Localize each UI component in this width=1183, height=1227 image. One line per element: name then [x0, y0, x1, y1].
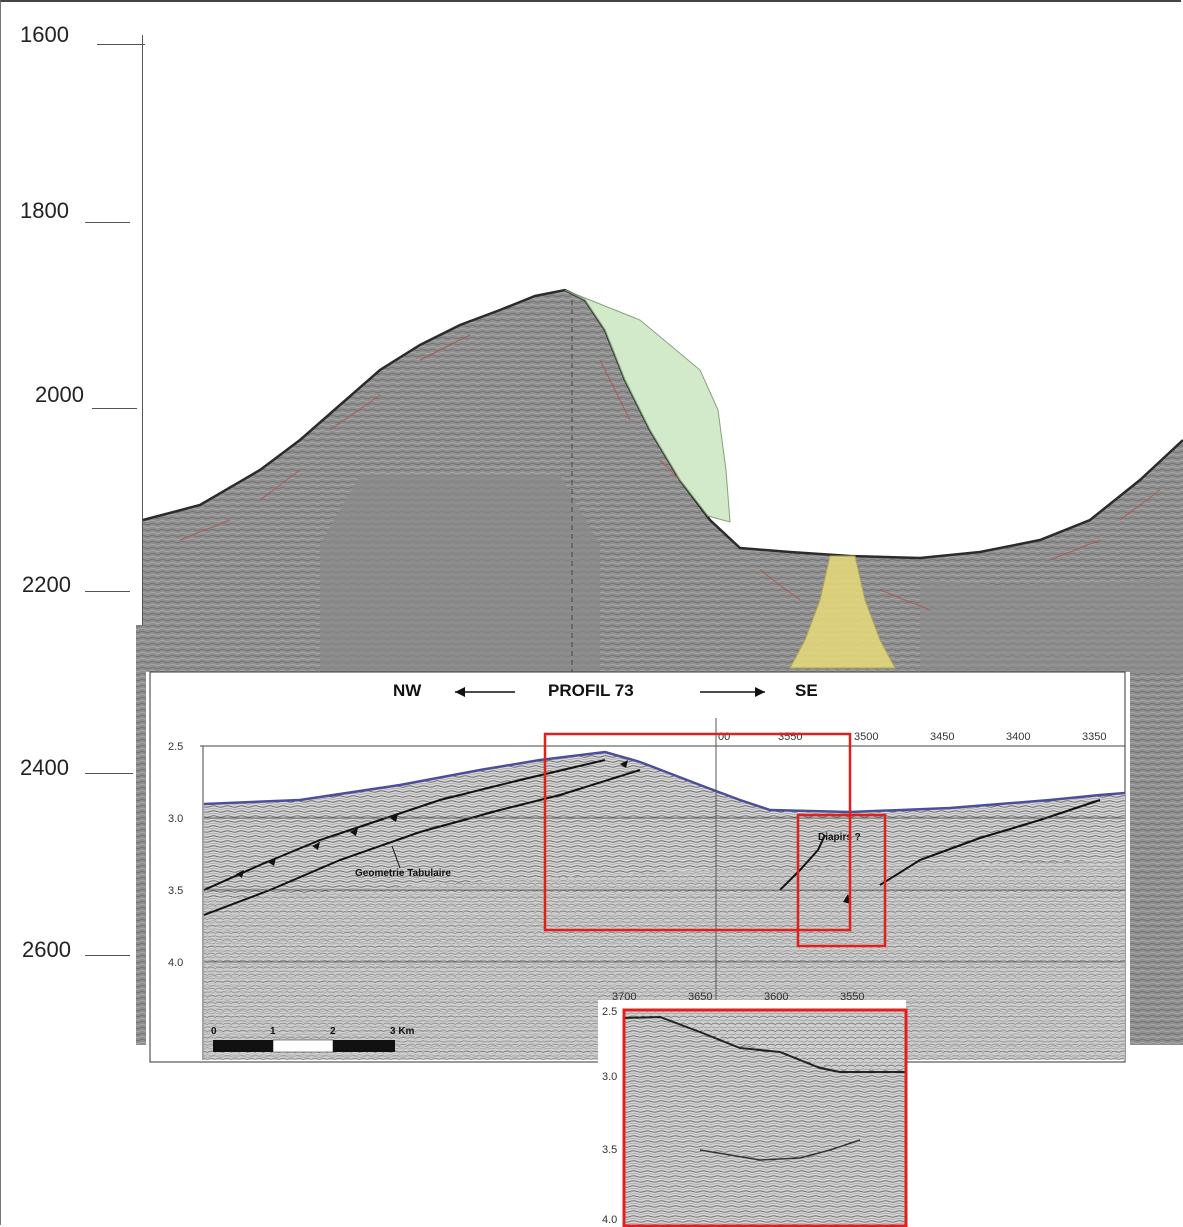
twt-tick-label: 3.5 — [168, 885, 183, 897]
depth-label-2600: 2600 — [22, 937, 71, 962]
depth-section — [136, 288, 1183, 1045]
depth-label-1800: 1800 — [20, 198, 69, 223]
highlight-box-diapir — [796, 813, 887, 948]
inset-panel: 3700 3650 3600 3550 2.5 3.0 3.5 4.0 — [598, 991, 908, 1227]
scale-label: 0 — [211, 1026, 217, 1037]
diapir-body — [789, 555, 896, 669]
twt-tick-label: 4.0 — [168, 957, 183, 969]
time-section-panel: NW PROFIL 73 SE 00 3550 3500 3450 3400 3… — [149, 671, 1126, 1063]
highlight-box-crest — [543, 732, 852, 932]
scale-label: 1 — [270, 1026, 276, 1037]
arrow-right-icon — [700, 687, 765, 697]
diapir-flank-right — [879, 799, 1101, 886]
inset-deep-reflector — [699, 1139, 861, 1161]
scale-label: 3 Km — [390, 1026, 415, 1037]
inset-twt-tick: 3.5 — [602, 1144, 617, 1156]
top-tick-label: 3500 — [854, 731, 878, 743]
top-tick-label: 3450 — [930, 731, 954, 743]
top-tick-label: 3350 — [1082, 731, 1106, 743]
inset-top-tick: 3550 — [840, 991, 864, 1003]
depth-tick — [85, 591, 130, 592]
direction-se: SE — [795, 681, 818, 700]
seafloor-time-reflector — [203, 750, 1126, 814]
top-tick-label: 3400 — [1006, 731, 1030, 743]
inset-twt-tick: 4.0 — [602, 1214, 617, 1226]
arrow-left-icon — [455, 687, 515, 697]
depth-tick — [97, 44, 145, 45]
green-body — [564, 289, 731, 523]
depth-label-2000: 2000 — [35, 382, 84, 407]
inset-twt-tick: 3.0 — [602, 1071, 617, 1083]
twt-tick-label: 2.5 — [168, 741, 183, 753]
scale-label: 2 — [330, 1026, 336, 1037]
depth-tick — [85, 222, 130, 223]
inset-reflectors — [624, 1015, 906, 1227]
inset-top-tick: 3600 — [764, 991, 788, 1003]
direction-nw: NW — [393, 681, 422, 700]
inset-top-tick: 3650 — [688, 991, 712, 1003]
inset-twt-tick: 2.5 — [602, 1006, 617, 1018]
inset-seafloor — [623, 1015, 906, 1073]
depth-label-1600: 1600 — [20, 22, 69, 47]
twt-tick-label: 3.0 — [168, 813, 183, 825]
annotation-geometry: Geometrie Tabulaire — [355, 868, 451, 879]
tabular-reflector — [203, 759, 606, 891]
depth-tick — [92, 408, 137, 409]
depth-tick — [85, 955, 130, 956]
profile-title: PROFIL 73 — [548, 681, 634, 700]
seismic-shadow-block — [320, 475, 600, 672]
depth-label-2200: 2200 — [22, 572, 71, 597]
annotation-leader — [391, 845, 401, 869]
diapir-flank-left — [779, 834, 826, 891]
inset-highlight-box — [622, 1008, 908, 1227]
inset-top-tick: 3700 — [612, 991, 636, 1003]
depth-tick — [85, 773, 133, 774]
depth-axis-line — [142, 35, 143, 655]
seismic-shadow-block — [920, 575, 1183, 672]
scale-bar: 0 1 2 3 Km — [211, 1026, 415, 1053]
depth-label-2400: 2400 — [20, 755, 69, 780]
annotation-diapir: Diapirs ? — [818, 832, 861, 843]
